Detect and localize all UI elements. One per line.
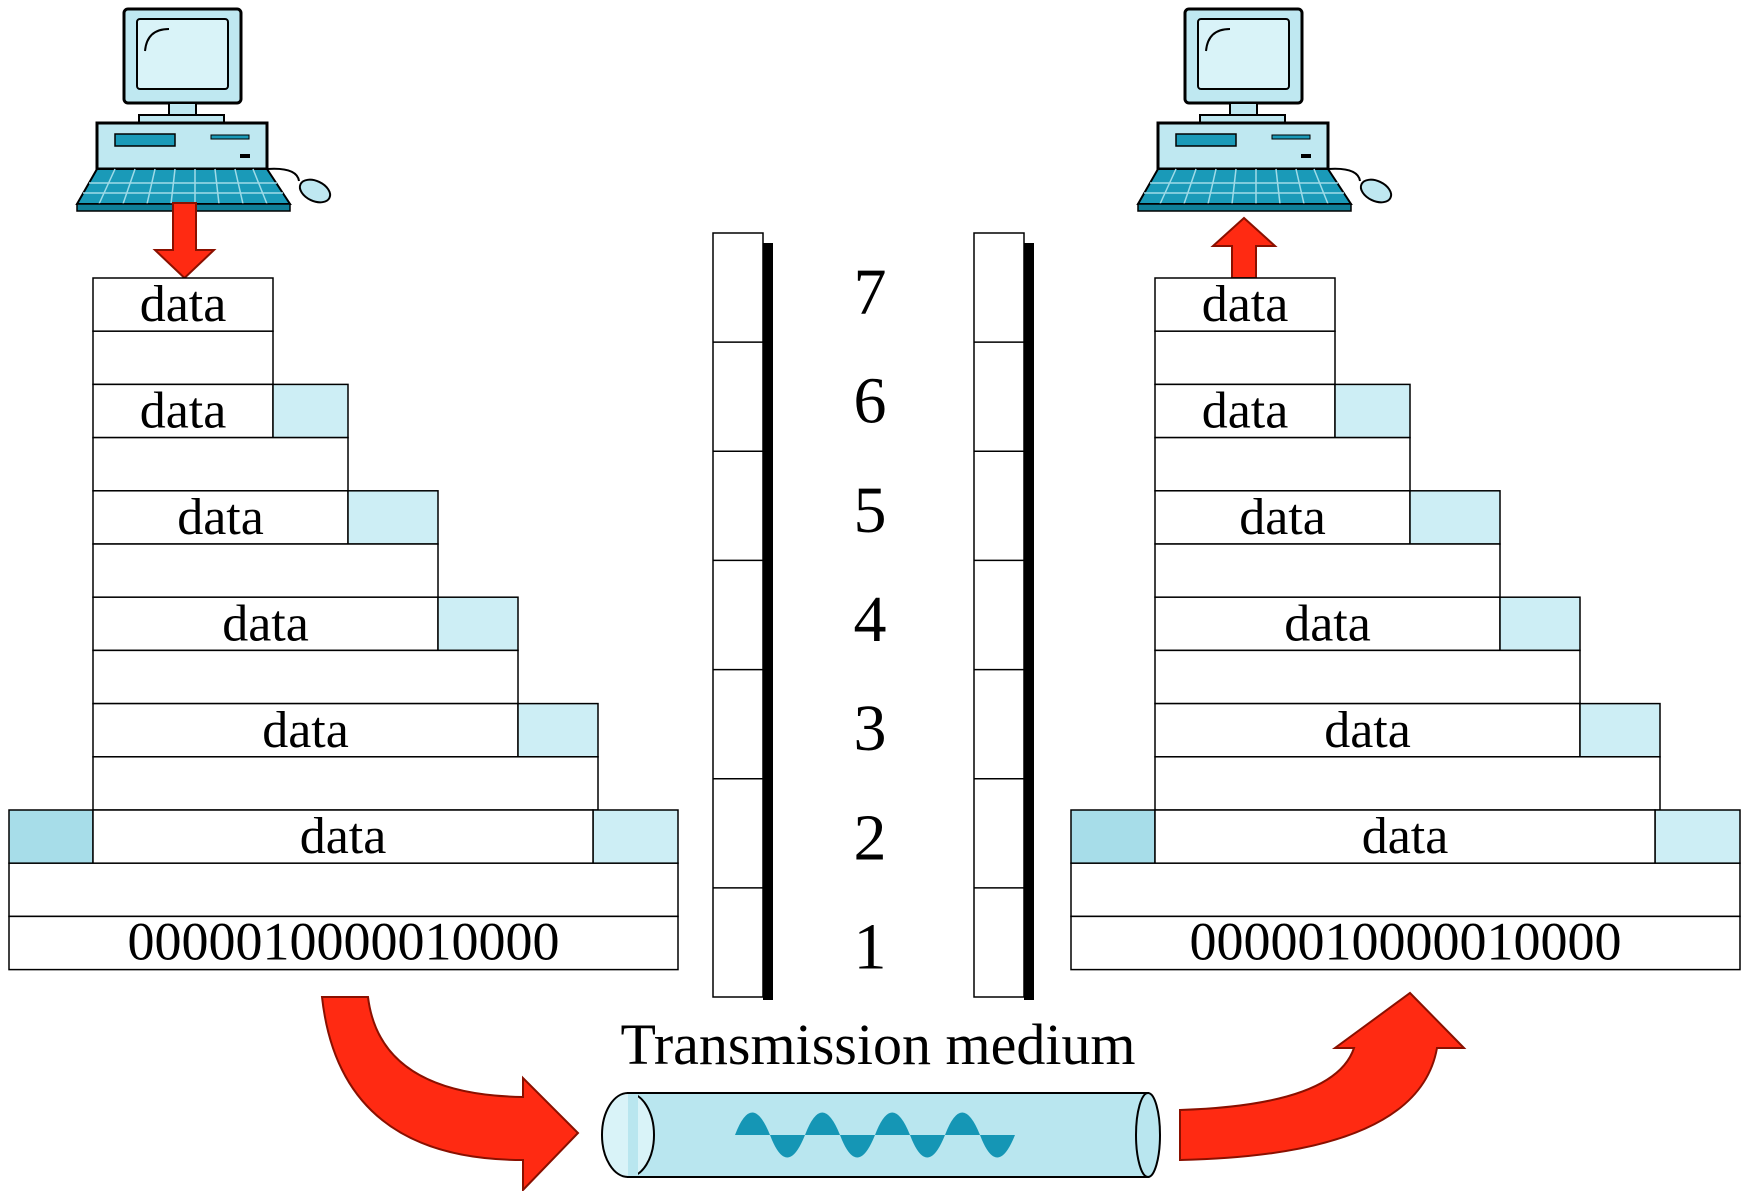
- sender-layer-header: [8, 809, 94, 864]
- up-arrow-icon: [1210, 216, 1278, 279]
- sender-data-label: data: [140, 383, 227, 440]
- receiver-data-row: [1154, 490, 1411, 545]
- receiver-layer-header: [1409, 490, 1501, 545]
- sender-layer-header: [437, 596, 519, 652]
- sender-layer-header: [272, 383, 349, 439]
- sender-layer-trailer: [592, 809, 679, 864]
- sender-blank-row: [92, 436, 349, 492]
- sender-bits-row: [8, 915, 679, 971]
- receiver-data-label: data: [1324, 702, 1411, 759]
- receiver-bits-row: [1070, 915, 1741, 971]
- receiver-layer-trailer: [1654, 809, 1741, 864]
- curved-arrow-icon: [320, 996, 580, 1191]
- sender-blank-row: [8, 862, 679, 918]
- receiver-layer-header: [1579, 702, 1661, 758]
- cable-icon: [601, 1092, 1161, 1178]
- layer-number: 7: [854, 256, 887, 329]
- receiver-blank-row: [1154, 436, 1411, 492]
- receiver-blank-row: [1154, 330, 1336, 386]
- layer-column-left: [712, 232, 773, 1000]
- sender-data-label: data: [262, 702, 349, 759]
- medium-label: Transmission medium: [620, 1012, 1135, 1077]
- layer-number: 2: [854, 801, 887, 874]
- receiver-data-label: data: [1202, 276, 1289, 333]
- layer-number: 4: [854, 583, 887, 656]
- down-arrow-icon: [152, 202, 217, 280]
- receiver-blank-row: [1154, 649, 1581, 705]
- receiver-layer-header: [1334, 383, 1411, 439]
- receiver-data-label: data: [1284, 595, 1371, 652]
- sender-blank-row: [92, 330, 274, 386]
- sender-data-row: [92, 383, 274, 439]
- sender-data-label: data: [140, 276, 227, 333]
- curved-arrow-icon: [1179, 991, 1467, 1162]
- layer-number: 6: [854, 365, 887, 438]
- receiver-computer-icon: [1136, 7, 1397, 213]
- sender-blank-row: [92, 649, 519, 705]
- receiver-layer-header: [1499, 596, 1581, 652]
- sender-stack: data data data data data data 0000010000010000: [8, 276, 679, 972]
- sender-data-row: [92, 490, 349, 545]
- sender-blank-row: [92, 543, 439, 598]
- sender-data-label: data: [222, 595, 309, 652]
- layer-number: 5: [854, 474, 887, 547]
- receiver-blank-row: [1070, 862, 1741, 918]
- receiver-stack: data data data data data data 0000010000010000: [1070, 276, 1741, 972]
- receiver-data-row: [1154, 702, 1581, 758]
- layer-number: 1: [854, 910, 887, 983]
- sender-layer-header: [517, 702, 599, 758]
- receiver-blank-row: [1154, 756, 1661, 811]
- receiver-bits-label: 0000010000010000: [1190, 912, 1622, 972]
- sender-layer-header: [347, 490, 439, 545]
- sender-data-label: data: [177, 489, 264, 546]
- receiver-data-label: data: [1239, 489, 1326, 546]
- sender-bits-label: 0000010000010000: [128, 912, 560, 972]
- receiver-data-label: data: [1362, 808, 1449, 865]
- receiver-layer-header: [1070, 809, 1156, 864]
- receiver-data-row: [1154, 277, 1336, 332]
- receiver-data-label: data: [1202, 383, 1289, 440]
- signal-wave-icon: [735, 1112, 1015, 1158]
- layer-column-right: [973, 232, 1034, 1000]
- sender-computer-icon: [75, 7, 336, 213]
- sender-data-row: [92, 809, 594, 864]
- sender-data-row: [92, 277, 274, 332]
- sender-blank-row: [92, 756, 599, 811]
- sender-data-label: data: [300, 808, 387, 865]
- layer-numbers: 7 6 5 4 3 2 1: [854, 256, 887, 984]
- receiver-blank-row: [1154, 543, 1501, 598]
- layer-number: 3: [854, 692, 887, 765]
